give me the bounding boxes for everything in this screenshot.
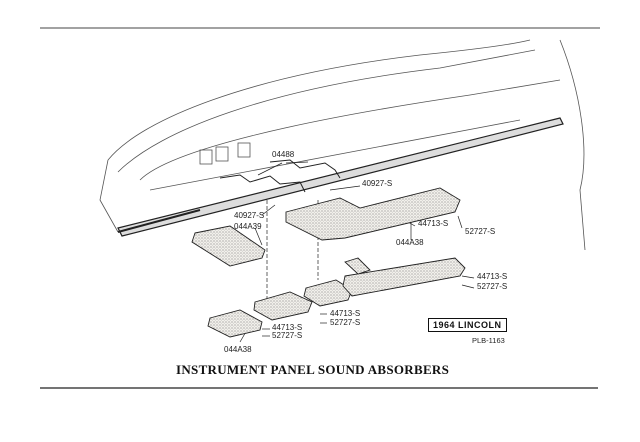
diagram-title: INSTRUMENT PANEL SOUND ABSORBERS <box>176 362 450 377</box>
callout-44713-s: 44713-S <box>330 309 361 318</box>
callout-044a39: 044A39 <box>234 222 262 231</box>
absorber-lower-4 <box>342 257 466 297</box>
callout-40927-s: 40927-S <box>362 179 393 188</box>
absorber-044A39 <box>191 225 266 267</box>
vehicle-badge: 1964 LINCOLN <box>428 318 507 332</box>
callout-40927-s: 40927-S <box>234 211 265 220</box>
bracket-04488 <box>219 159 341 193</box>
callout-044a38: 044A38 <box>396 238 424 247</box>
callout-44713-s: 44713-S <box>272 323 303 332</box>
lower-rail <box>117 117 564 237</box>
absorber-lower-tab <box>344 257 371 275</box>
absorber-044A38-upper <box>285 187 461 241</box>
absorber-lower-1 <box>207 309 263 338</box>
absorber-lower-2 <box>253 291 313 321</box>
callout-52727-s: 52727-S <box>330 318 361 327</box>
callout-04488: 04488 <box>272 150 295 159</box>
sound-absorber-pads <box>191 187 466 338</box>
instrument-panel <box>99 39 586 251</box>
callout-44713-s: 44713-S <box>477 272 508 281</box>
callout-52727-s: 52727-S <box>465 227 496 236</box>
callout-52727-s: 52727-S <box>272 331 303 340</box>
callout-52727-s: 52727-S <box>477 282 508 291</box>
plate-number: PLB-1163 <box>472 336 505 345</box>
absorber-lower-3 <box>303 279 353 307</box>
callout-44713-s: 44713-S <box>418 219 449 228</box>
callout-044a38: 044A38 <box>224 345 252 354</box>
